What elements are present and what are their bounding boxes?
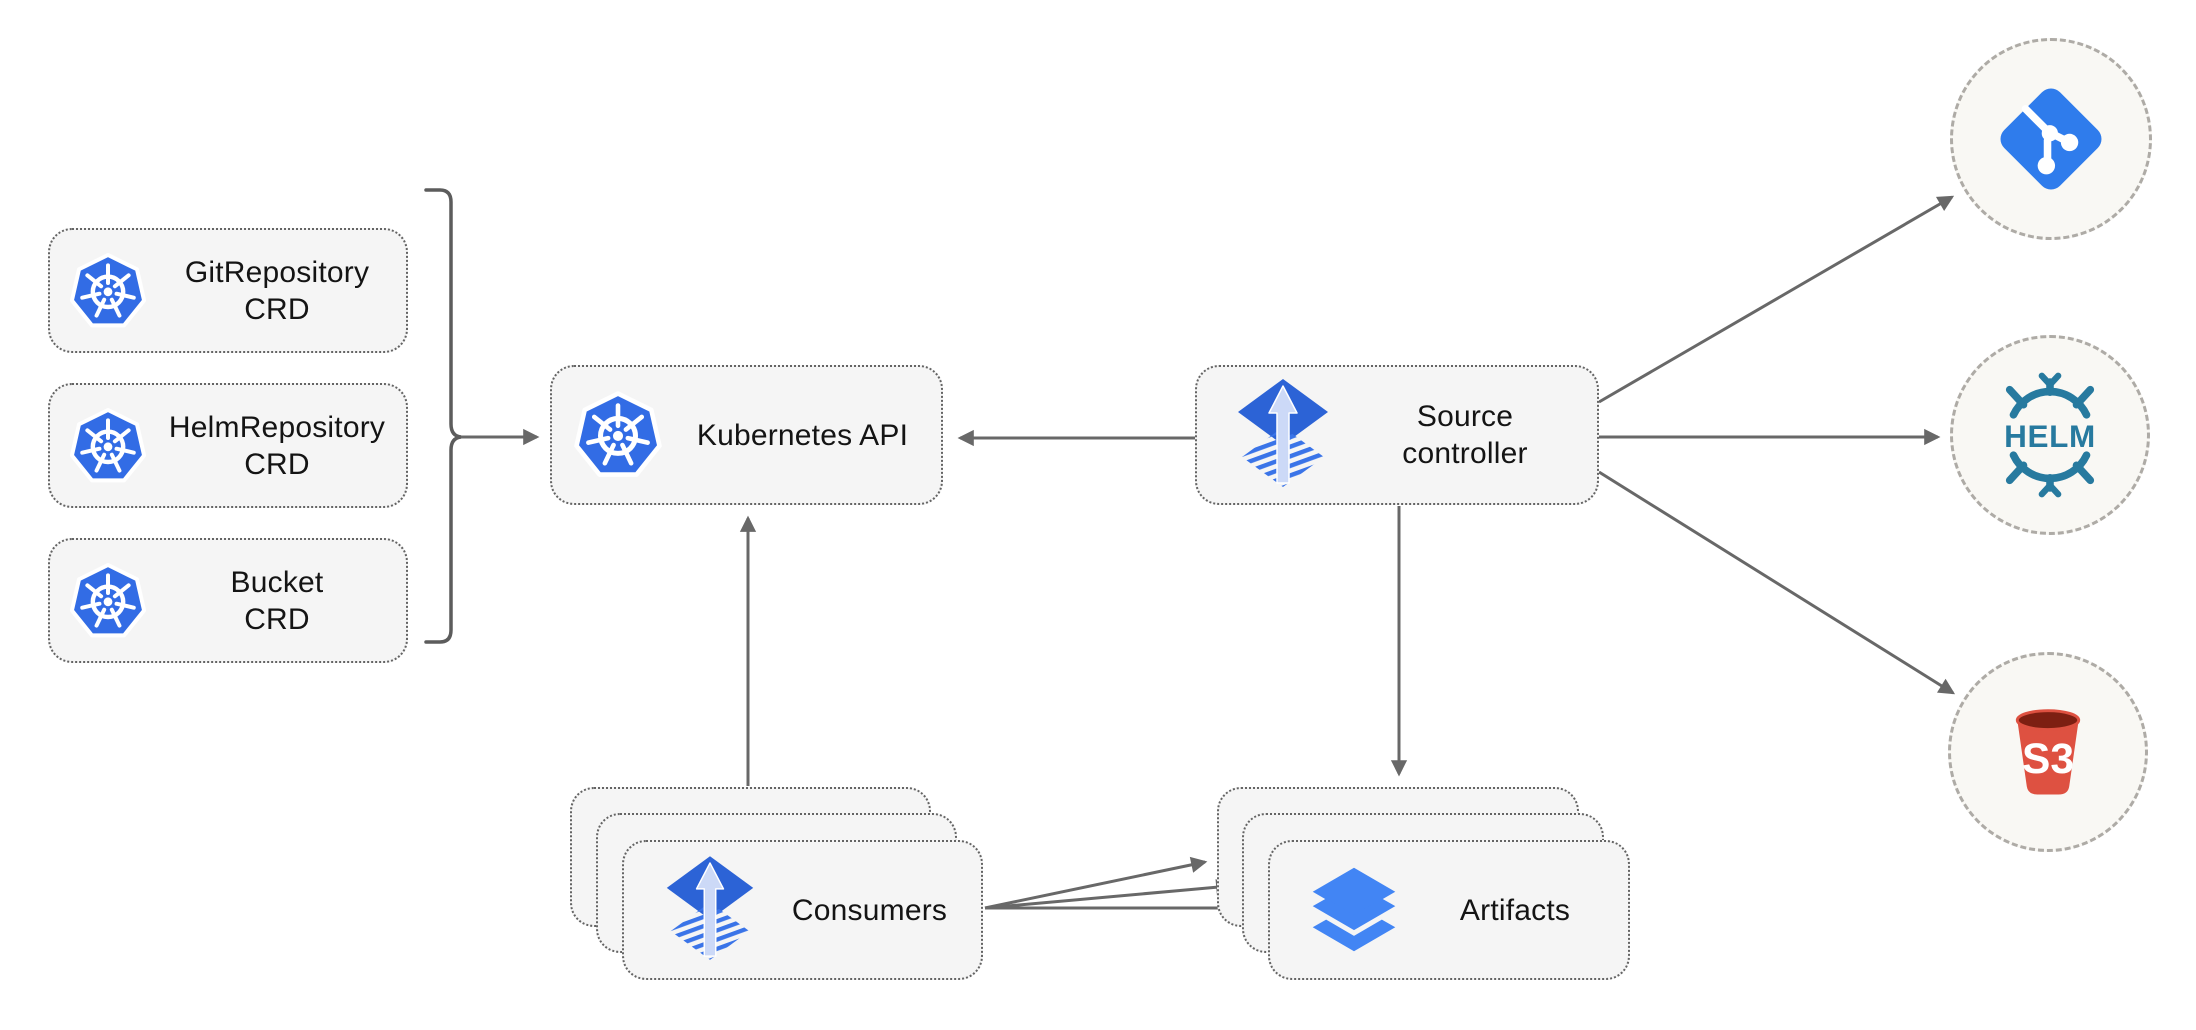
bucket-crd-label: Bucket CRD <box>230 565 324 636</box>
helm-logo-text: HELM <box>2004 418 2096 454</box>
node-helmrepository-crd: HelmRepository CRD <box>48 383 408 508</box>
crd-group-bracket <box>424 188 462 644</box>
layers-icon <box>1306 862 1402 958</box>
flux-icon <box>662 856 758 964</box>
kubernetes-icon <box>68 561 148 641</box>
kubernetes-api-label: Kubernetes API <box>696 418 909 452</box>
git-icon <box>1993 81 2109 197</box>
s3-logo-text: S3 <box>2022 736 2074 783</box>
arrow-consumers-to-artifacts-2 <box>984 879 1233 910</box>
kubernetes-icon <box>68 251 148 331</box>
flux-icon <box>1233 379 1333 491</box>
helmrepository-crd-label: HelmRepository CRD <box>168 410 386 481</box>
node-helm-repository-remote: HELM <box>1950 335 2150 535</box>
source-controller-label: Source controller <box>1402 400 1528 470</box>
gitrepository-crd-label: GitRepository CRD <box>184 255 370 326</box>
arrow-source-controller-to-s3 <box>1598 470 1956 695</box>
s3-bucket-icon: S3 <box>1989 693 2107 811</box>
artifacts-label: Artifacts <box>1459 893 1571 927</box>
node-gitrepository-crd: GitRepository CRD <box>48 228 408 353</box>
kubernetes-icon <box>572 389 664 481</box>
node-s3-bucket-remote: S3 <box>1948 652 2148 852</box>
node-source-controller: Source controller <box>1195 365 1599 505</box>
helm-icon: HELM <box>1987 372 2113 498</box>
node-bucket-crd: Bucket CRD <box>48 538 408 663</box>
node-artifacts: Artifacts <box>1268 840 1630 980</box>
kubernetes-icon <box>68 406 148 486</box>
node-git-remote <box>1950 38 2152 240</box>
arrow-consumers-to-artifacts-1 <box>984 856 1208 910</box>
consumers-label: Consumers <box>791 893 948 927</box>
node-kubernetes-api: Kubernetes API <box>550 365 943 505</box>
node-consumers: Consumers <box>622 840 983 980</box>
arrow-source-controller-to-git <box>1598 195 1955 404</box>
